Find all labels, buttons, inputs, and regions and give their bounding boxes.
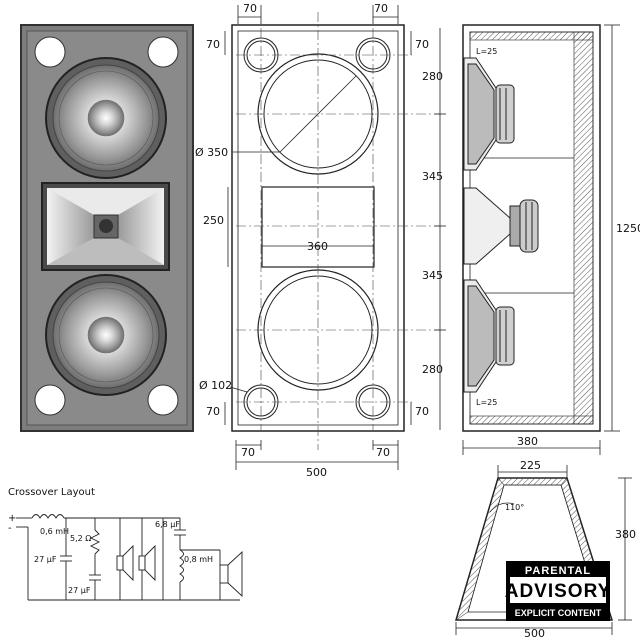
crossover-title: Crossover Layout [8, 487, 95, 498]
dim-corner-br: 70 [415, 405, 429, 418]
inductor-2-label: 0,8 mH [184, 555, 213, 564]
rendered-front-view [20, 24, 194, 432]
front-dimension-labels: 70 70 70 70 70 70 70 70 Ø 350 250 360 Ø … [195, 2, 443, 479]
woofer-lower [45, 274, 167, 396]
dim-top-left: 70 [243, 2, 257, 15]
section-1-label: 280 [422, 70, 443, 83]
port-bottom-left [34, 384, 66, 416]
dim-corner-tr: 70 [415, 38, 429, 51]
dim-bottom-left: 70 [241, 446, 255, 459]
crossover-labels: Crossover Layout + - 0,6 mH 27 µF 5,2 Ω … [8, 487, 213, 595]
crossover-schematic [16, 514, 243, 601]
cap-27-b-label: 27 µF [68, 586, 91, 595]
input-plus: + [8, 513, 16, 524]
overall-height-label: 1250 [616, 222, 640, 235]
section-3-label: 345 [422, 269, 443, 282]
port-bottom-right [147, 384, 179, 416]
woofer-diameter-label: Ø 350 [195, 146, 228, 159]
top-view-labels: 225 110° 380 500 [505, 459, 636, 640]
input-minus: - [8, 523, 12, 534]
inductor-1-label: 0,6 mH [40, 527, 69, 536]
port-diameter-label: Ø 102 [199, 379, 232, 392]
angle-label: 110° [505, 503, 524, 512]
top-width-label: 225 [520, 459, 541, 472]
dim-corner-tl: 70 [206, 38, 220, 51]
port-top-left [34, 36, 66, 68]
advisory-line1: PARENTAL [525, 565, 591, 577]
horn-height-label: 250 [203, 214, 224, 227]
woofer-upper [45, 57, 167, 179]
side-woofer-upper [463, 57, 515, 171]
overall-width-label: 500 [306, 466, 327, 479]
horn-rendered [41, 182, 170, 271]
panel-top-label: L=25 [476, 47, 497, 56]
advisory-line2: ADVISORY [505, 581, 612, 602]
section-4-label: 280 [422, 363, 443, 376]
cap-68-label: 6,8 µF [155, 520, 180, 529]
dim-top-right: 70 [374, 2, 388, 15]
port-top-right [147, 36, 179, 68]
advisory-line3: EXPLICIT CONTENT [515, 608, 602, 618]
cap-27-a-label: 27 µF [34, 555, 57, 564]
dim-corner-bl: 70 [206, 405, 220, 418]
top-depth-label: 380 [615, 528, 636, 541]
resistor-label: 5,2 Ω [70, 534, 91, 543]
side-woofer-lower [463, 279, 515, 393]
side-section-view: L=25 L=25 1250 380 [462, 24, 640, 455]
horn-width-label: 360 [307, 240, 328, 253]
panel-bottom-label: L=25 [476, 398, 497, 407]
dimensioned-front-view [224, 5, 446, 470]
parental-advisory-badge: PARENTAL ADVISORY EXPLICIT CONTENT [505, 561, 612, 621]
section-2-label: 345 [422, 170, 443, 183]
dim-bottom-right: 70 [376, 446, 390, 459]
side-horn-driver [463, 187, 539, 265]
bottom-width-label: 500 [524, 627, 545, 640]
side-depth-label: 380 [517, 435, 538, 448]
